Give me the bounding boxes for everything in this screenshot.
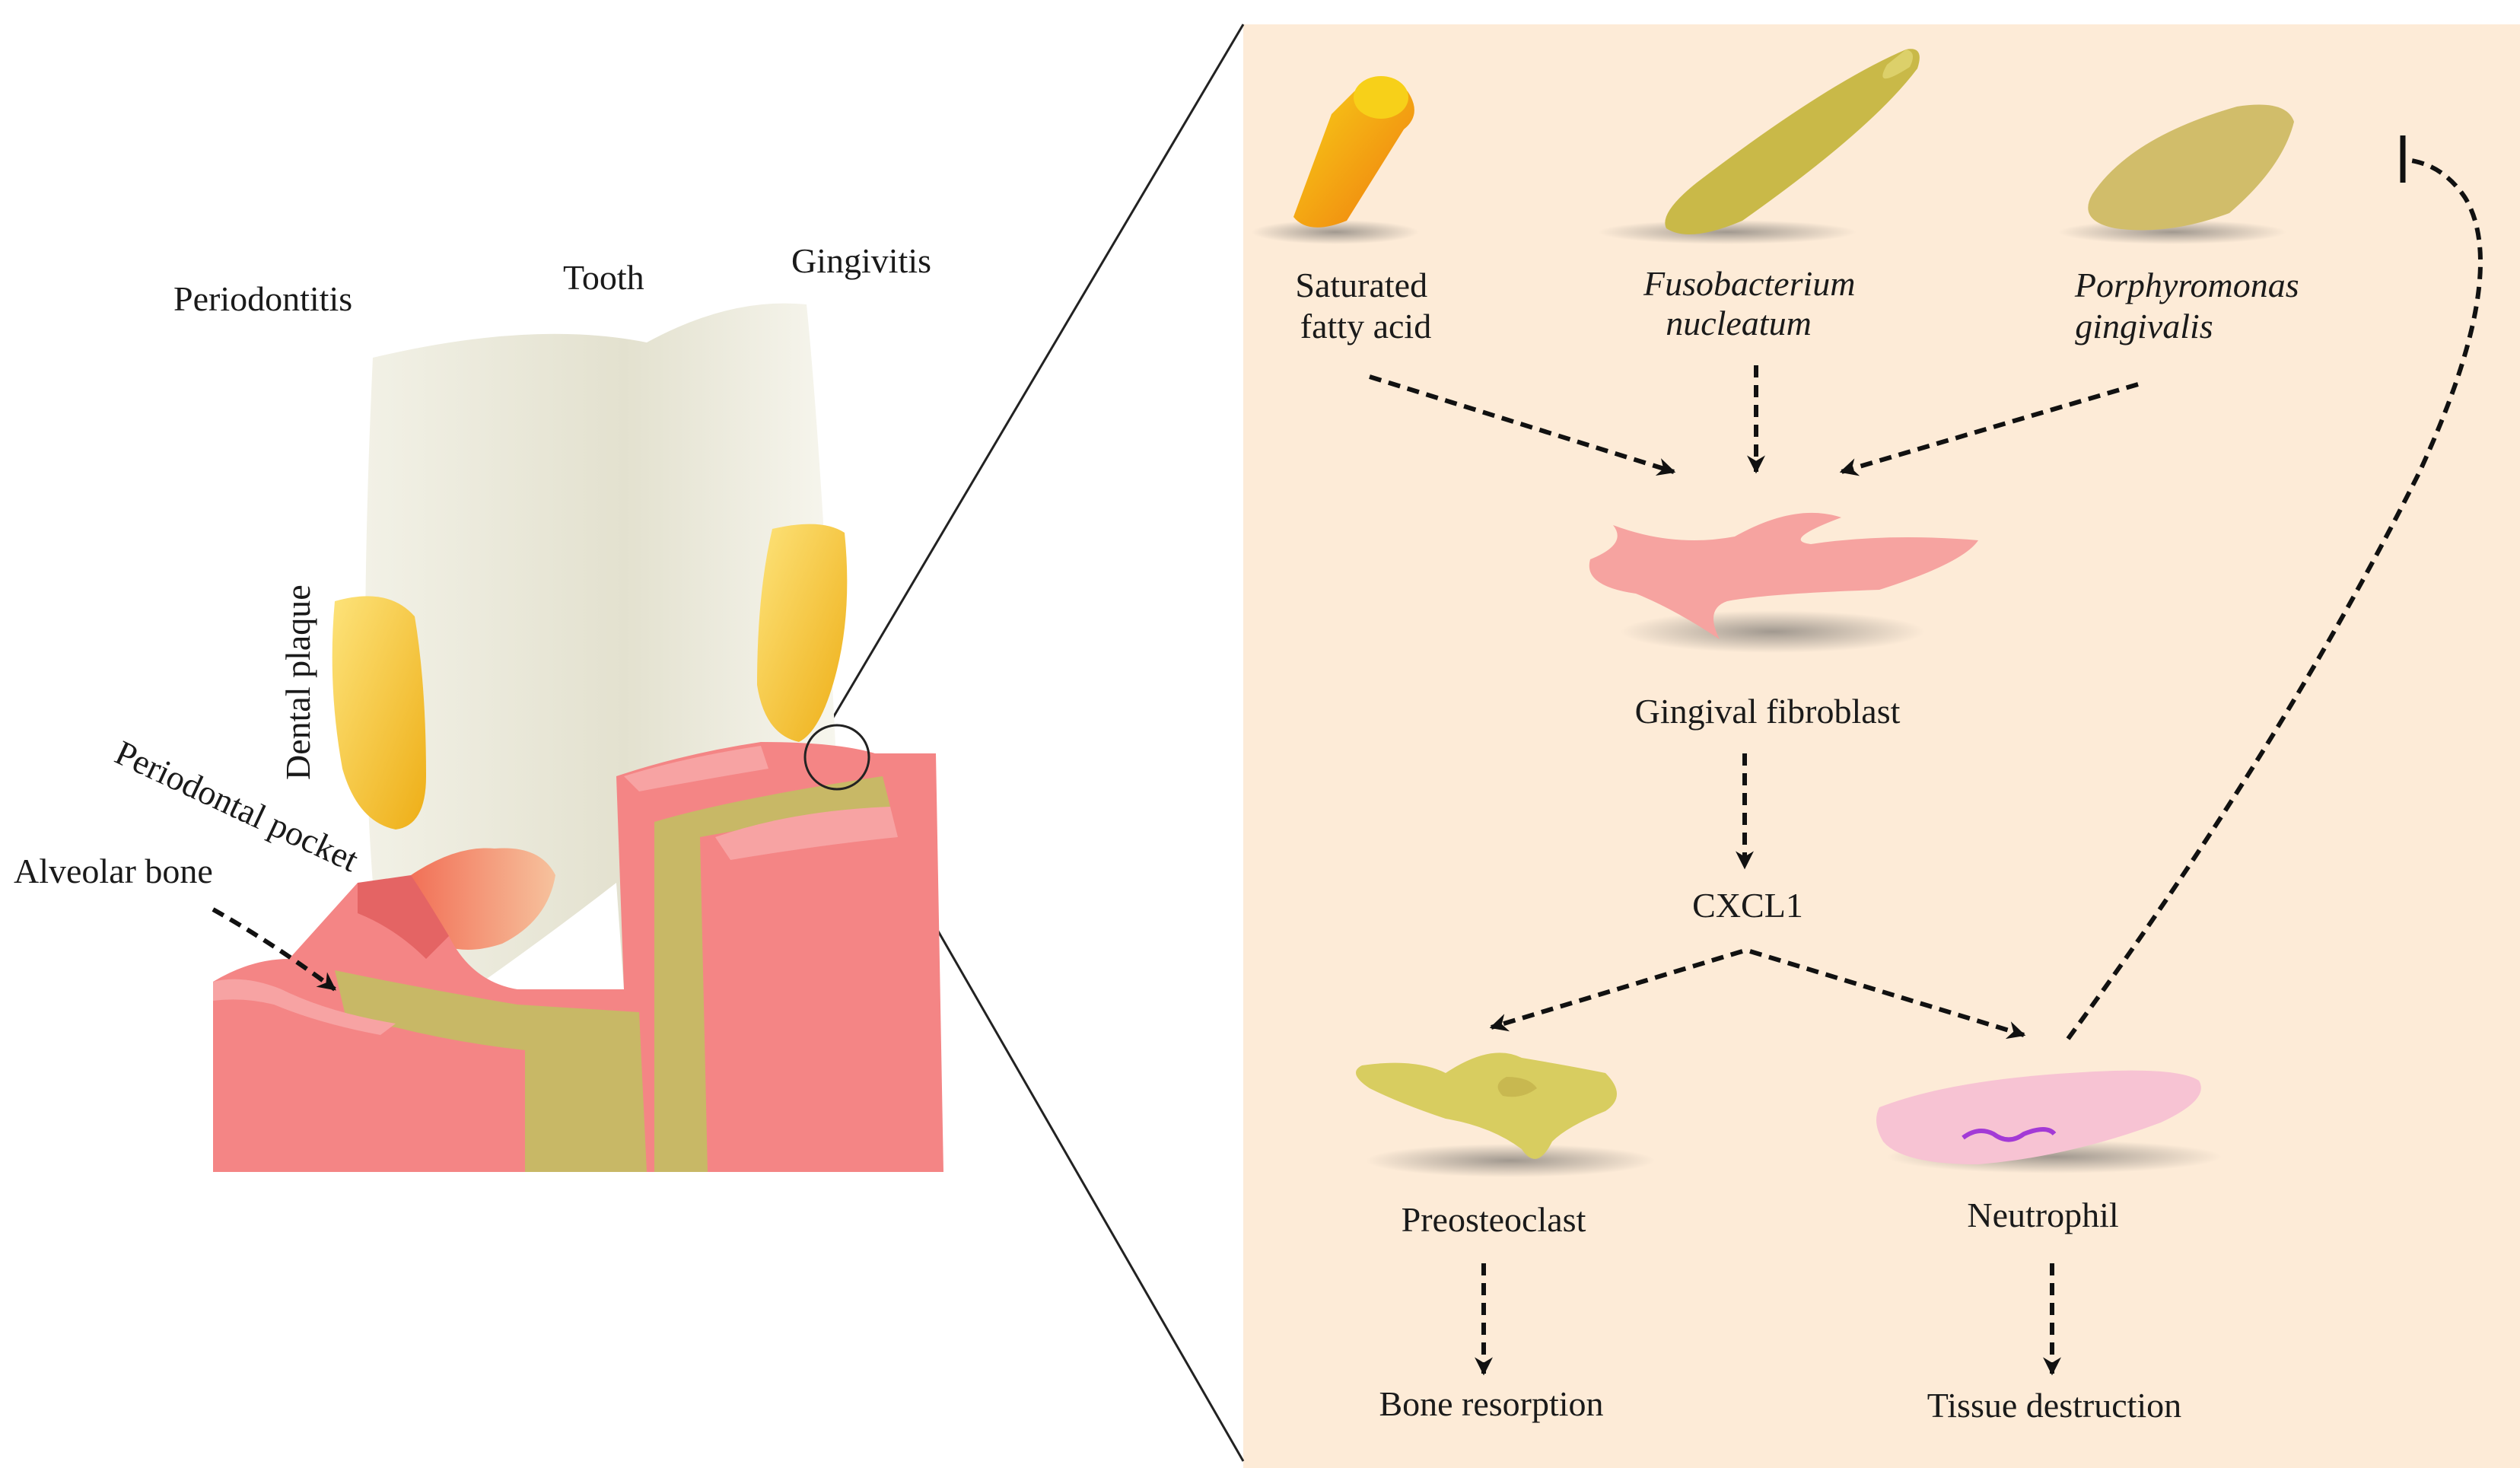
right-gum-block bbox=[616, 742, 943, 1172]
tooth-illustration bbox=[212, 303, 943, 1172]
right-bone-band bbox=[654, 776, 890, 1172]
label-alveolar-bone: Alveolar bone bbox=[14, 852, 213, 890]
label-periodontitis: Periodontitis bbox=[173, 279, 352, 318]
dental-plaque-right bbox=[757, 524, 848, 742]
arrow-porphyromonas-to-fibroblast bbox=[1839, 382, 2139, 476]
label-dental-plaque: Dental plaque bbox=[278, 584, 317, 780]
left-gum-block bbox=[213, 875, 647, 1172]
arrow-cxcl1-to-neutrophil bbox=[1749, 949, 2026, 1040]
zoom-line-top bbox=[813, 24, 1245, 750]
label-saturated-fatty-acid: Saturated fatty acid bbox=[1295, 266, 1436, 346]
neutrophil-feedback-arrow bbox=[2066, 158, 2483, 1040]
gingival-fibroblast-icon bbox=[1589, 512, 1978, 653]
preosteoclast-icon bbox=[1356, 1052, 1655, 1177]
label-tissue-destruction: Tissue destruction bbox=[1927, 1386, 2181, 1425]
label-neutrophil: Neutrophil bbox=[1967, 1196, 2118, 1234]
label-preosteoclast: Preosteoclast bbox=[1402, 1200, 1586, 1239]
arrow-fatty-acid-to-fibroblast bbox=[1369, 374, 1676, 476]
saturated-fatty-acid-icon bbox=[1252, 76, 1419, 244]
alveolar-bone-arrow bbox=[212, 907, 336, 992]
pathway-panel-background bbox=[1243, 24, 2520, 1468]
label-bone-resorption: Bone resorption bbox=[1379, 1384, 1603, 1423]
label-fusobacterium: Fusobacterium nucleatum bbox=[1643, 264, 1864, 342]
label-tooth: Tooth bbox=[563, 258, 644, 297]
arrow-cxcl1-to-preosteoclast bbox=[1489, 949, 1743, 1032]
neutrophil-icon bbox=[1876, 1070, 2222, 1173]
label-gingival-fibroblast: Gingival fibroblast bbox=[1635, 692, 1901, 731]
label-porphyromonas: Porphyromonas gingivalis bbox=[2074, 266, 2308, 346]
label-gingivitis: Gingivitis bbox=[791, 241, 931, 280]
periodontal-pocket-shape bbox=[411, 848, 555, 950]
porphyromonas-icon bbox=[2058, 104, 2294, 244]
label-cxcl1: CXCL1 bbox=[1692, 886, 1803, 925]
zoom-circle bbox=[803, 724, 870, 791]
dental-plaque-left bbox=[332, 596, 426, 830]
fusobacterium-icon bbox=[1598, 49, 1920, 244]
